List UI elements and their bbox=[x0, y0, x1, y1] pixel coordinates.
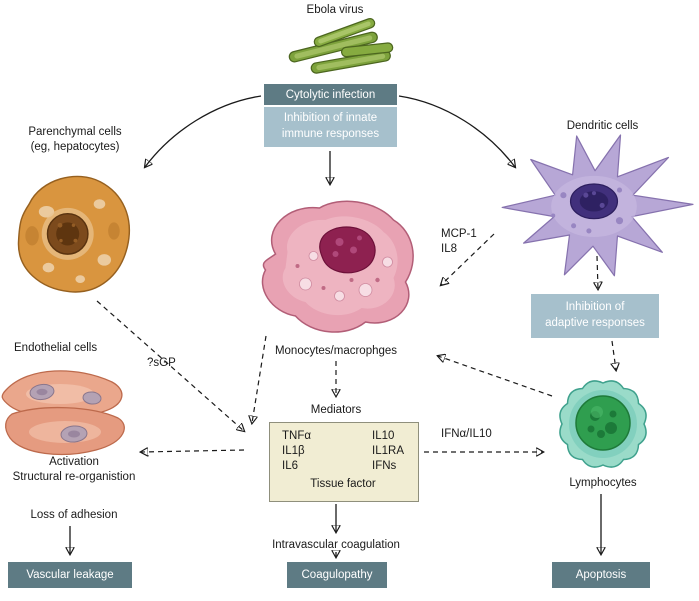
cytolytic-infection-box: Cytolytic infection bbox=[264, 84, 397, 105]
mediators-label: Mediators bbox=[310, 404, 362, 416]
tissue-factor-label: Tissue factor bbox=[310, 478, 376, 490]
arrow-junction-to-endothelial bbox=[141, 450, 245, 452]
arrow-dendritic-to-adaptive-inhibition bbox=[597, 255, 598, 289]
nucleus bbox=[575, 395, 631, 451]
arrow-infection-to-parenchymal bbox=[145, 95, 262, 167]
ebola-virus-label: Ebola virus bbox=[306, 4, 364, 16]
parenchymal-cells-label: Parenchymal cells (eg, hepatocytes) bbox=[28, 126, 122, 153]
apoptosis-box: Apoptosis bbox=[552, 562, 650, 588]
endothelial-cells-illustration bbox=[1, 370, 125, 456]
endothelial-cells-label: Endothelial cells bbox=[14, 342, 98, 354]
monocyte-macrophage-illustration bbox=[261, 200, 414, 333]
inhibition-adaptive-box: Inhibition of adaptive responses bbox=[531, 294, 659, 338]
lymphocyte-illustration bbox=[559, 380, 647, 468]
inhibition-adaptive-label: Inhibition of adaptive responses bbox=[545, 301, 645, 329]
monocytes-macrophages-label: Monocytes/macrophges bbox=[274, 345, 398, 357]
arrow-parenchymal-to-endothelial-junction bbox=[96, 300, 244, 431]
mediators-left-column: TNFα IL1β IL6 bbox=[282, 429, 311, 474]
mediator-item: IL1β bbox=[282, 445, 305, 457]
mediator-item: IL1RA bbox=[372, 445, 404, 457]
loss-of-adhesion-label: Loss of adhesion bbox=[30, 509, 118, 521]
arrow-adaptive-inhibition-to-lymphocyte bbox=[612, 340, 616, 370]
vascular-leakage-label: Vascular leakage bbox=[26, 569, 114, 581]
arrow-infection-to-dendritic bbox=[398, 95, 515, 167]
arrow-dendritic-to-monocyte-mcp1-il8 bbox=[441, 233, 495, 285]
virion-rods bbox=[288, 17, 394, 74]
ebola-virus-illustration bbox=[288, 17, 394, 74]
ifna-il10-label: IFNα/IL10 bbox=[441, 428, 492, 440]
mediators-right-column: IL10 IL1RA IFNs bbox=[372, 429, 404, 474]
lymphocytes-label: Lymphocytes bbox=[569, 477, 637, 489]
mediator-item: TNFα bbox=[282, 430, 312, 442]
inhibition-innate-box: Inhibition of innate immune responses bbox=[264, 107, 397, 147]
mcp1-il8-label: MCP-1 IL8 bbox=[441, 228, 477, 255]
mediators-box: TNFα IL1β IL6 IL10 IL1RA IFNs Tissue fac… bbox=[269, 422, 419, 502]
dendritic-cell-illustration bbox=[501, 134, 694, 277]
inhibition-innate-label: Inhibition of innate immune responses bbox=[281, 112, 380, 140]
sgp-label: ?sGP bbox=[147, 357, 176, 369]
parenchymal-cell-illustration bbox=[17, 175, 131, 293]
coagulopathy-box: Coagulopathy bbox=[287, 562, 387, 588]
intravascular-coagulation-label: Intravascular coagulation bbox=[272, 539, 400, 551]
apoptosis-label: Apoptosis bbox=[575, 569, 627, 581]
dendritic-cells-label: Dendritic cells bbox=[566, 120, 639, 132]
vascular-leakage-box: Vascular leakage bbox=[8, 562, 132, 588]
mediator-item: IL10 bbox=[372, 430, 395, 442]
arrow-monocyte-to-endothelial-junction bbox=[252, 335, 267, 423]
mediator-item: IFNs bbox=[372, 460, 397, 472]
nucleus bbox=[82, 391, 102, 405]
activation-label: Activation Structural re-organistion bbox=[12, 456, 136, 483]
arrow-lymphocyte-to-monocyte bbox=[438, 356, 553, 397]
cytolytic-infection-label: Cytolytic infection bbox=[285, 88, 376, 101]
coagulopathy-label: Coagulopathy bbox=[301, 569, 373, 581]
mediator-item: IL6 bbox=[282, 460, 298, 472]
